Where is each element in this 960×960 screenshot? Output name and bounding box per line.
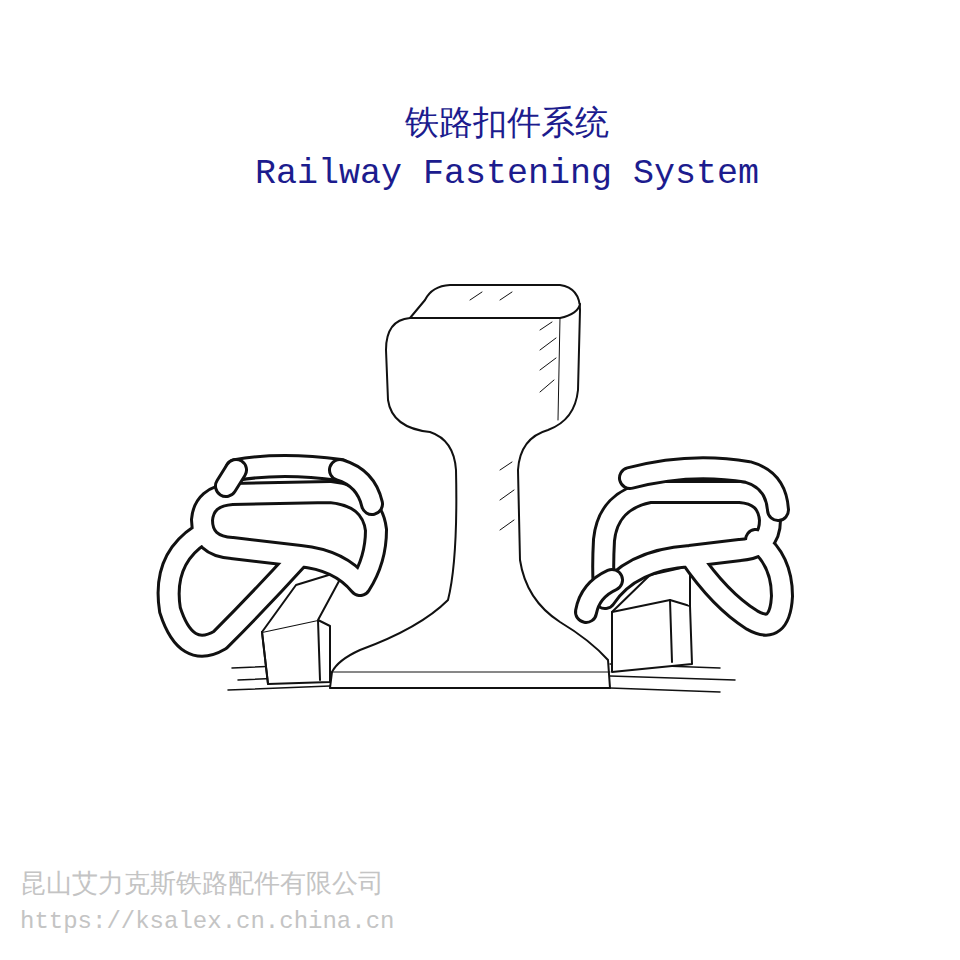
diagram-title: 铁路扣件系统	[405, 100, 609, 146]
watermark-company: 昆山艾力克斯铁路配件有限公司	[20, 866, 384, 901]
watermark-url: https://ksalex.cn.china.cn	[20, 908, 394, 935]
english-title: Railway Fastening System	[255, 154, 759, 194]
right-clip	[586, 468, 782, 624]
left-clip	[169, 466, 376, 646]
